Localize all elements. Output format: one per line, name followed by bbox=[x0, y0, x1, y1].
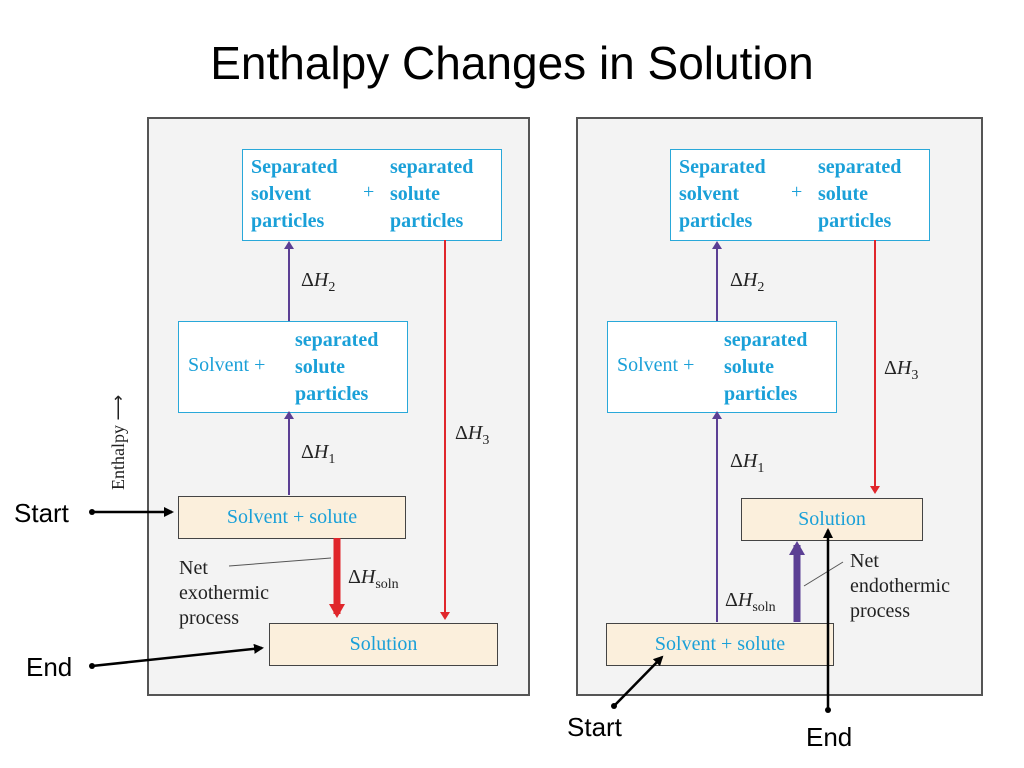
right-delta-hsoln-label: ΔHsoln bbox=[725, 589, 776, 615]
right-top-col1-line: Separated bbox=[679, 156, 766, 178]
note-line: endothermic bbox=[850, 575, 950, 597]
left-top-col2-line: particles bbox=[390, 210, 464, 232]
start-right-label: Start bbox=[567, 712, 622, 742]
left-solution-box: Solution bbox=[269, 623, 498, 666]
right-solvent-solute-box: Solvent + solute bbox=[606, 623, 834, 666]
left-top-col1-line: Separated bbox=[251, 156, 338, 178]
right-separated-particles-box: Separated solvent particles + separated … bbox=[670, 149, 930, 241]
left-mid-line: particles bbox=[295, 383, 369, 405]
right-top-col2-line: particles bbox=[818, 210, 892, 232]
note-line: Net bbox=[850, 550, 879, 572]
note-line: process bbox=[179, 607, 239, 629]
left-top-plus: + bbox=[363, 181, 375, 203]
end-left-pointer bbox=[91, 643, 264, 668]
left-top-col2-line: separated bbox=[390, 156, 474, 178]
right-top-plus: + bbox=[791, 181, 803, 203]
note-line: process bbox=[850, 600, 910, 622]
right-net-process-note: Net endothermic process bbox=[850, 549, 950, 624]
left-delta-h3-label: ΔH3 bbox=[455, 422, 490, 448]
left-separated-particles-box: Separated solvent particles + separated … bbox=[242, 149, 502, 241]
left-delta-hsoln-label: ΔHsoln bbox=[348, 566, 399, 592]
end-right-label: End bbox=[806, 722, 853, 752]
left-note-leader bbox=[228, 557, 332, 567]
note-line: Net bbox=[179, 557, 208, 579]
right-mid-line: particles bbox=[724, 383, 798, 405]
left-delta-h2-label: ΔH2 bbox=[301, 269, 336, 295]
start-right-pointer bbox=[613, 655, 664, 707]
right-top-col1-line: solvent bbox=[679, 183, 739, 205]
right-delta-h2-label: ΔH2 bbox=[730, 269, 765, 295]
right-top-col2-line: separated bbox=[818, 156, 902, 178]
page-title: Enthalpy Changes in Solution bbox=[210, 37, 814, 89]
left-top-col1-line: solvent bbox=[251, 183, 311, 205]
left-top-col1-line: particles bbox=[251, 210, 325, 232]
left-top-col2-line: solute bbox=[390, 183, 440, 205]
right-mid-line: separated bbox=[724, 329, 808, 351]
right-note-leader bbox=[803, 561, 844, 587]
left-solvent-solute-box: Solvent + solute bbox=[178, 496, 406, 539]
left-mid-line: separated bbox=[295, 329, 379, 351]
end-left-label: End bbox=[26, 652, 73, 682]
right-delta-h1-label: ΔH1 bbox=[730, 450, 765, 476]
right-mid-prefix: Solvent + bbox=[617, 354, 695, 376]
left-net-process-note: Net exothermic process bbox=[179, 556, 269, 631]
right-delta-h3-label: ΔH3 bbox=[884, 357, 919, 383]
left-mid-line: solute bbox=[295, 356, 345, 378]
endothermic-panel: Separated solvent particles + separated … bbox=[576, 117, 983, 696]
left-mid-prefix: Solvent + bbox=[188, 354, 266, 376]
left-delta-h1-label: ΔH1 bbox=[301, 441, 336, 467]
left-solvent-separated-solute-box: Solvent + separated solute particles bbox=[178, 321, 408, 413]
right-mid-line: solute bbox=[724, 356, 774, 378]
right-top-col2-line: solute bbox=[818, 183, 868, 205]
start-left-label: Start bbox=[14, 498, 69, 528]
right-solvent-separated-solute-box: Solvent + separated solute particles bbox=[607, 321, 837, 413]
right-top-col1-line: particles bbox=[679, 210, 753, 232]
note-line: exothermic bbox=[179, 582, 269, 604]
exothermic-panel: Separated solvent particles + separated … bbox=[147, 117, 530, 696]
